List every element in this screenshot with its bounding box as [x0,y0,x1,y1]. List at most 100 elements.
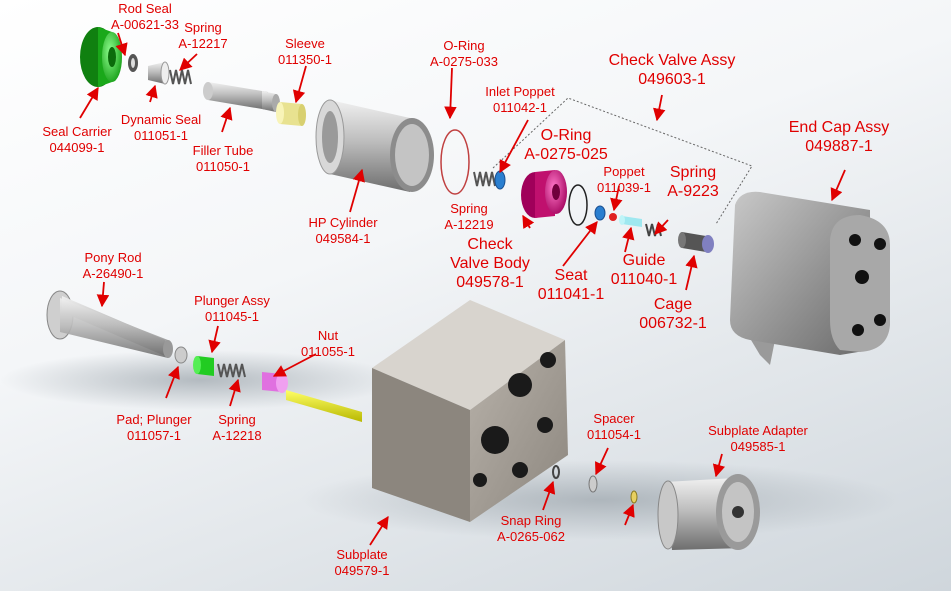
seal-carrier-name: Seal Carrier [42,124,112,139]
check-valve-body-name-line2: Valve Body [450,255,530,273]
dynamic-seal-part [148,61,170,85]
sleeve-name: Sleeve [285,36,325,51]
dynamic-seal-part-number: 011051-1 [134,127,188,143]
nut-part-number: 011055-1 [301,343,355,359]
snap-ring-part [552,465,560,479]
label-guide: Guide 011040-1 [611,251,677,289]
label-nut: Nut 011055-1 [301,328,355,359]
pony-rod-name: Pony Rod [84,250,142,265]
o-ring-025-part [568,184,588,226]
label-inlet-poppet: Inlet Poppet 011042-1 [485,84,554,115]
plunger-assy-part-number: 011045-1 [205,308,259,324]
label-spring-12218: Spring A-12218 [212,412,261,443]
poppet-part [609,213,617,221]
snap-ring-part-number: A-0265-062 [497,528,565,544]
inlet-poppet-part-number: 011042-1 [493,99,547,115]
label-spring-12219: Spring A-12219 [444,201,493,232]
hp-cylinder-name: HP Cylinder [308,215,378,230]
spring-9223-name: Spring [669,164,717,181]
spring-12219-part-number: A-12219 [444,216,494,232]
hp-cylinder-part [315,99,434,192]
label-check-valve-assy: Check Valve Assy 049603-1 [609,51,736,89]
spacer-part-number: 011054-1 [587,426,641,442]
guide-name: Guide [622,252,666,269]
spacer-part [588,475,598,493]
cage-part [678,232,714,253]
label-snap-ring: Snap Ring A-0265-062 [497,513,565,544]
o-ring-033-part [440,129,470,195]
label-plunger-assy: Plunger Assy 011045-1 [194,293,270,324]
inlet-poppet-name: Inlet Poppet [485,84,555,99]
poppet-name: Poppet [603,164,645,179]
end-cap-assy-part-number: 049887-1 [805,138,873,156]
label-spring-9223: Spring A-9223 [667,163,719,201]
label-poppet: Poppet 011039-1 [597,164,651,195]
spring-9223-part-number: A-9223 [667,183,719,201]
poppet-part-number: 011039-1 [597,179,651,195]
o-ring-033-part-number: A-0275-033 [430,53,498,69]
filler-tube-part [203,82,280,112]
spacer-name: Spacer [593,411,635,426]
end-cap-assy-name: End Cap Assy [788,119,890,136]
subplate-adapter-name: Subplate Adapter [708,423,808,438]
pad-plunger-name: Pad; Plunger [116,412,192,427]
rod-seal-name: Rod Seal [118,1,172,16]
seat-part-number: 011041-1 [537,286,605,304]
check-valve-body-part-number: 049578-1 [456,274,524,292]
label-spring-12217: Spring A-12217 [178,20,227,51]
subplate-name: Subplate [336,547,388,562]
spring-12217-part-number: A-12217 [178,35,228,51]
label-rod-seal: Rod Seal A-00621-33 [111,1,179,32]
cage-part-number: 006732-1 [639,315,707,333]
filler-tube-name: Filler Tube [192,143,254,158]
seat-name: Seat [554,267,588,284]
label-sleeve: Sleeve 011350-1 [278,36,332,67]
label-seat: Seat 011041-1 [538,266,604,304]
hp-cylinder-part-number: 049584-1 [315,230,371,246]
check-valve-assy-part-number: 049603-1 [638,71,706,89]
filler-tube-part-number: 011050-1 [196,158,250,174]
check-valve-body-part [521,170,567,218]
end-cap-assy-part [730,191,890,365]
plunger-assy-name: Plunger Assy [194,293,270,308]
o-ring-025-name: O-Ring [540,127,592,144]
spring-12219-name: Spring [450,201,488,216]
inlet-poppet-part [494,170,506,190]
check-valve-assy-bracket [492,97,753,225]
check-valve-assy-name: Check Valve Assy [608,52,736,69]
plunger-assy-part [193,356,362,422]
pony-rod-part-number: A-26490-1 [82,265,144,281]
label-pad-plunger: Pad; Plunger 011057-1 [116,412,191,443]
check-valve-body-name-line1: Check [467,236,513,253]
seal-carrier-part [80,27,122,87]
dynamic-seal-name: Dynamic Seal [120,112,202,127]
spring-12219-part [473,171,496,187]
o-ring-025-part-number: A-0275-025 [524,146,608,164]
sleeve-part [276,102,306,126]
label-spacer: Spacer 011054-1 [587,411,641,442]
pad-plunger-part [174,346,188,364]
label-hp-cylinder: HP Cylinder 049584-1 [308,215,377,246]
label-cage: Cage 006732-1 [639,295,707,333]
sleeve-part-number: 011350-1 [278,51,332,67]
rod-seal-part-number: A-00621-33 [111,16,179,32]
label-dynamic-seal: Dynamic Seal 011051-1 [121,112,201,143]
label-check-valve-body: Check Valve Body 049578-1 [450,235,530,293]
label-end-cap-assy: End Cap Assy 049887-1 [789,118,890,156]
guide-part-number: 011040-1 [610,271,678,289]
o-ring-033-name: O-Ring [443,38,485,53]
subplate-part-number: 049579-1 [334,562,390,578]
spring-12218-part-number: A-12218 [212,427,262,443]
spring-12217-name: Spring [184,20,222,35]
seat-part [594,205,606,221]
subplate-adapter-part [657,474,760,550]
leader-arrows [79,32,846,546]
spring-12217-part [169,69,192,85]
label-subplate: Subplate 049579-1 [335,547,390,578]
label-o-ring-033: O-Ring A-0275-033 [430,38,498,69]
seal-carrier-part-number: 044099-1 [49,139,105,155]
subplate-part [372,300,568,522]
nut-name: Nut [317,328,339,343]
label-pony-rod: Pony Rod A-26490-1 [83,250,144,281]
